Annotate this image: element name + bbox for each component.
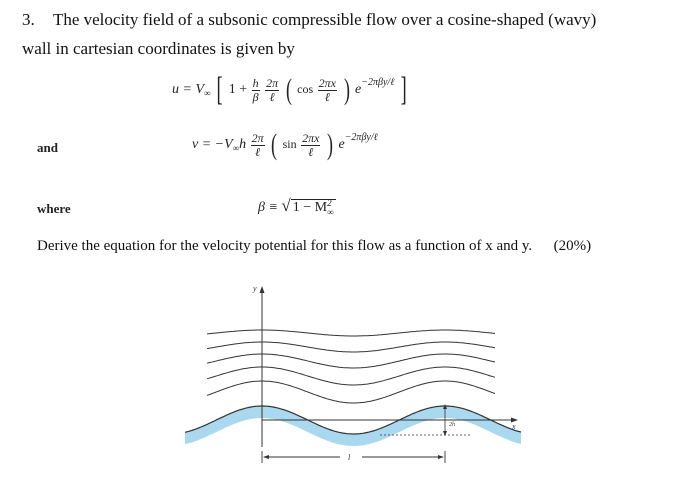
eq-v-exponent: −2πβy/ℓ: [344, 132, 378, 144]
y-axis-label: y: [252, 284, 257, 293]
x-axis-label: x: [511, 422, 516, 431]
amplitude-label: 2h: [449, 422, 455, 428]
radical-sign: √: [281, 196, 291, 215]
frac-2pix-l: 2πx ℓ: [317, 75, 338, 104]
frac-2pi-l: 2π ℓ: [265, 75, 280, 104]
frac-v-2pix-l-num: 2πx: [301, 130, 321, 146]
amplitude-arrow-down: [443, 431, 447, 436]
eq-beta-body: 1 − M: [292, 200, 328, 215]
streamline: [206, 341, 496, 353]
frac-2pix-l-den: ℓ: [324, 89, 330, 104]
frac-v-2pix-l-den: ℓ: [308, 144, 314, 159]
eq-beta-sub: ∞: [327, 206, 334, 217]
frac-2pi-l-num: 2π: [265, 75, 280, 91]
wavy-wall: [185, 406, 521, 446]
frac-v-2pi-l: 2π ℓ: [250, 130, 265, 159]
bracket-close: ]: [400, 71, 407, 108]
eq-v-exp-base: e: [338, 137, 345, 153]
paren-open-v: (: [271, 128, 278, 161]
wavelength-label: l: [348, 453, 351, 462]
streamlines: [206, 329, 496, 404]
eq-u-cos: cos: [297, 82, 314, 97]
eq-u-exp-base: e: [355, 82, 362, 98]
eq-u-one-plus: 1 +: [228, 82, 248, 98]
eq-beta-sup: 2: [327, 197, 332, 208]
paren-open: (: [285, 73, 292, 106]
frac-h-beta-den: β: [252, 89, 259, 104]
wavelength-arrow-right: [438, 455, 444, 459]
x-axis-arrow: [511, 417, 518, 423]
paren-close: ): [343, 73, 350, 106]
label-where: where: [37, 201, 71, 216]
frac-2pi-l-den: ℓ: [269, 89, 275, 104]
eq-beta-lhs: β ≡: [258, 200, 278, 215]
y-axis-arrow: [259, 286, 265, 293]
frac-v-2pi-l-den: ℓ: [255, 144, 261, 159]
problem-text-2: wall in cartesian coordinates is given b…: [22, 39, 295, 58]
eq-beta-scripts: 2∞: [327, 197, 334, 217]
streamline: [206, 380, 496, 404]
eq-v-sin: sin: [282, 137, 297, 152]
frac-h-beta-num: h: [251, 75, 260, 91]
streamline: [206, 329, 496, 337]
eq-v-h: h: [239, 137, 247, 153]
equation-v: v = −V∞h 2π ℓ ( sin 2πx ℓ ) e−2πβy/ℓ: [192, 130, 378, 160]
question-text: Derive the equation for the velocity pot…: [37, 238, 533, 254]
bracket-open: [: [216, 71, 223, 108]
streamline: [206, 353, 496, 369]
question-line: Derive the equation for the velocity pot…: [37, 238, 591, 255]
streamline: [206, 366, 496, 386]
amplitude-arrow-up: [443, 404, 447, 409]
problem-line-1: 3. The velocity field of a subsonic comp…: [22, 10, 596, 30]
frac-v-2pix-l: 2πx ℓ: [301, 130, 321, 159]
eq-u-inf: ∞: [204, 88, 211, 99]
eq-v-lhs: v = −V: [192, 137, 233, 153]
frac-2pix-l-num: 2πx: [317, 75, 338, 91]
eq-u-lhs: u = V: [172, 82, 204, 98]
wavelength-arrow-left: [263, 455, 269, 459]
label-and: and: [37, 140, 58, 155]
frac-v-2pi-l-num: 2π: [250, 130, 265, 146]
paren-close-v: ): [326, 128, 333, 161]
problem-text-1: The velocity field of a subsonic compres…: [52, 10, 597, 29]
equation-u: u = V∞ [ 1 + h β 2π ℓ ( cos 2πx ℓ ) e−2π…: [172, 73, 409, 107]
eq-v-inf: ∞: [232, 143, 240, 154]
frac-h-beta: h β: [251, 75, 260, 104]
wall-surface-curve: [184, 405, 522, 435]
eq-u-exponent: −2πβy/ℓ: [361, 77, 395, 89]
question-points: (20%): [553, 238, 592, 254]
problem-number: 3.: [22, 10, 35, 29]
